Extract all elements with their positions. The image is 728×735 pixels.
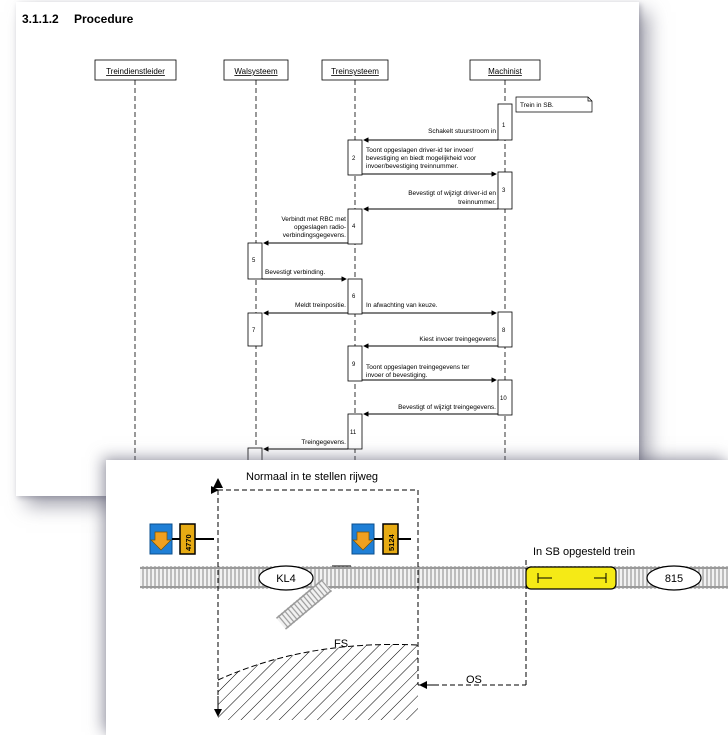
step-numbers: 1 2 3 4 5 6 7 8 9 10 11 xyxy=(252,123,507,436)
message-text: treinnummer. xyxy=(458,199,496,206)
sequence-diagram: 3.1.1.2 Procedure Treindienstleider Wals… xyxy=(22,12,593,496)
marker-815: 815 xyxy=(646,565,702,591)
track-layout-document: Normaal in te stellen rijweg 4770 5124 K… xyxy=(106,460,728,735)
step-number: 2 xyxy=(352,156,356,162)
arrow-down-icon xyxy=(352,531,374,551)
section-title: Procedure xyxy=(74,12,134,26)
message-text: Toont opgeslagen driver-id ter invoer/ xyxy=(366,147,474,154)
message-text: invoer of bevestiging. xyxy=(366,372,428,379)
lifelines xyxy=(134,80,506,496)
actor-treindienstleider: Treindienstleider xyxy=(94,59,177,81)
marker-label: 815 xyxy=(665,573,683,585)
signal-4770: 4770 xyxy=(149,523,214,555)
message-text: Meldt treinpositie. xyxy=(295,302,346,309)
message-text: invoer/bevestiging treinnummer. xyxy=(366,163,458,170)
step-number: 3 xyxy=(502,188,506,194)
train xyxy=(525,566,617,590)
fs-hatched-area xyxy=(218,644,418,720)
step-number: 1 xyxy=(502,123,506,129)
step-number: 7 xyxy=(252,328,256,334)
actor-label: Walsysteem xyxy=(234,67,278,76)
message-text: Bevestigt of wijzigt treingegevens. xyxy=(398,404,496,411)
step-number: 9 xyxy=(352,362,356,368)
marker-label: KL4 xyxy=(276,573,296,585)
step-number: 6 xyxy=(352,294,356,300)
main-track xyxy=(140,566,728,589)
message-text: Schakelt stuurstroom in xyxy=(428,128,496,135)
step-number: 5 xyxy=(252,258,256,264)
section-number: 3.1.1.2 xyxy=(22,12,59,26)
actor-label: Treindienstleider xyxy=(106,67,165,76)
zone-os-label: OS xyxy=(466,674,482,686)
route-label-bg xyxy=(242,468,392,484)
signal-number: 5124 xyxy=(387,533,396,551)
message-text: bevestiging en biedt mogelijkheid voor xyxy=(366,155,477,162)
signal-number: 4770 xyxy=(184,534,193,551)
arrow-down-icon xyxy=(150,531,172,551)
step-number: 11 xyxy=(350,430,357,436)
message-text: In afwachting van keuze. xyxy=(366,302,438,309)
actor-label: Treinsysteem xyxy=(331,67,379,76)
message-text: Bevestigt verbinding. xyxy=(265,269,326,276)
fs-boundary xyxy=(217,643,419,681)
message-arrows xyxy=(262,137,498,452)
route-label: Normaal in te stellen rijweg xyxy=(246,471,378,483)
step-number: 4 xyxy=(352,224,356,230)
train-label: In SB opgesteld trein xyxy=(533,546,635,558)
step-number: 10 xyxy=(500,396,507,402)
state-note: Trein in SB. xyxy=(515,96,593,113)
branch-track xyxy=(275,578,333,630)
message-text: opgeslagen radio- xyxy=(294,224,346,231)
route-arrowhead xyxy=(213,478,223,488)
procedure-document: 3.1.1.2 Procedure Treindienstleider Wals… xyxy=(16,2,639,496)
zone-fs-label: FS xyxy=(334,638,348,650)
message-text: Verbindt met RBC met xyxy=(281,216,346,223)
marker-kl4: KL4 xyxy=(258,565,314,591)
actor-treinsysteem: Treinsysteem xyxy=(321,59,389,81)
activation-boxes xyxy=(247,103,513,496)
message-text: Treingegevens. xyxy=(301,439,346,446)
message-text: verbindingsgegevens. xyxy=(283,232,346,239)
message-texts: Schakelt stuurstroom in Toont opgeslagen… xyxy=(265,128,497,446)
message-text: Bevestigt of wijzigt driver-id en xyxy=(408,190,496,197)
signal-5124: 5124 xyxy=(351,523,411,555)
actor-machinist: Machinist xyxy=(469,59,541,81)
actor-walsysteem: Walsysteem xyxy=(223,59,289,81)
actor-label: Machinist xyxy=(488,67,523,76)
step-number: 8 xyxy=(502,328,506,334)
note-text: Trein in SB. xyxy=(520,102,554,109)
message-text: Toont opgeslagen treingegevens ter xyxy=(366,364,470,371)
message-text: Kiest invoer treingegevens xyxy=(419,336,496,343)
track-diagram: Normaal in te stellen rijweg 4770 5124 K… xyxy=(140,468,728,720)
